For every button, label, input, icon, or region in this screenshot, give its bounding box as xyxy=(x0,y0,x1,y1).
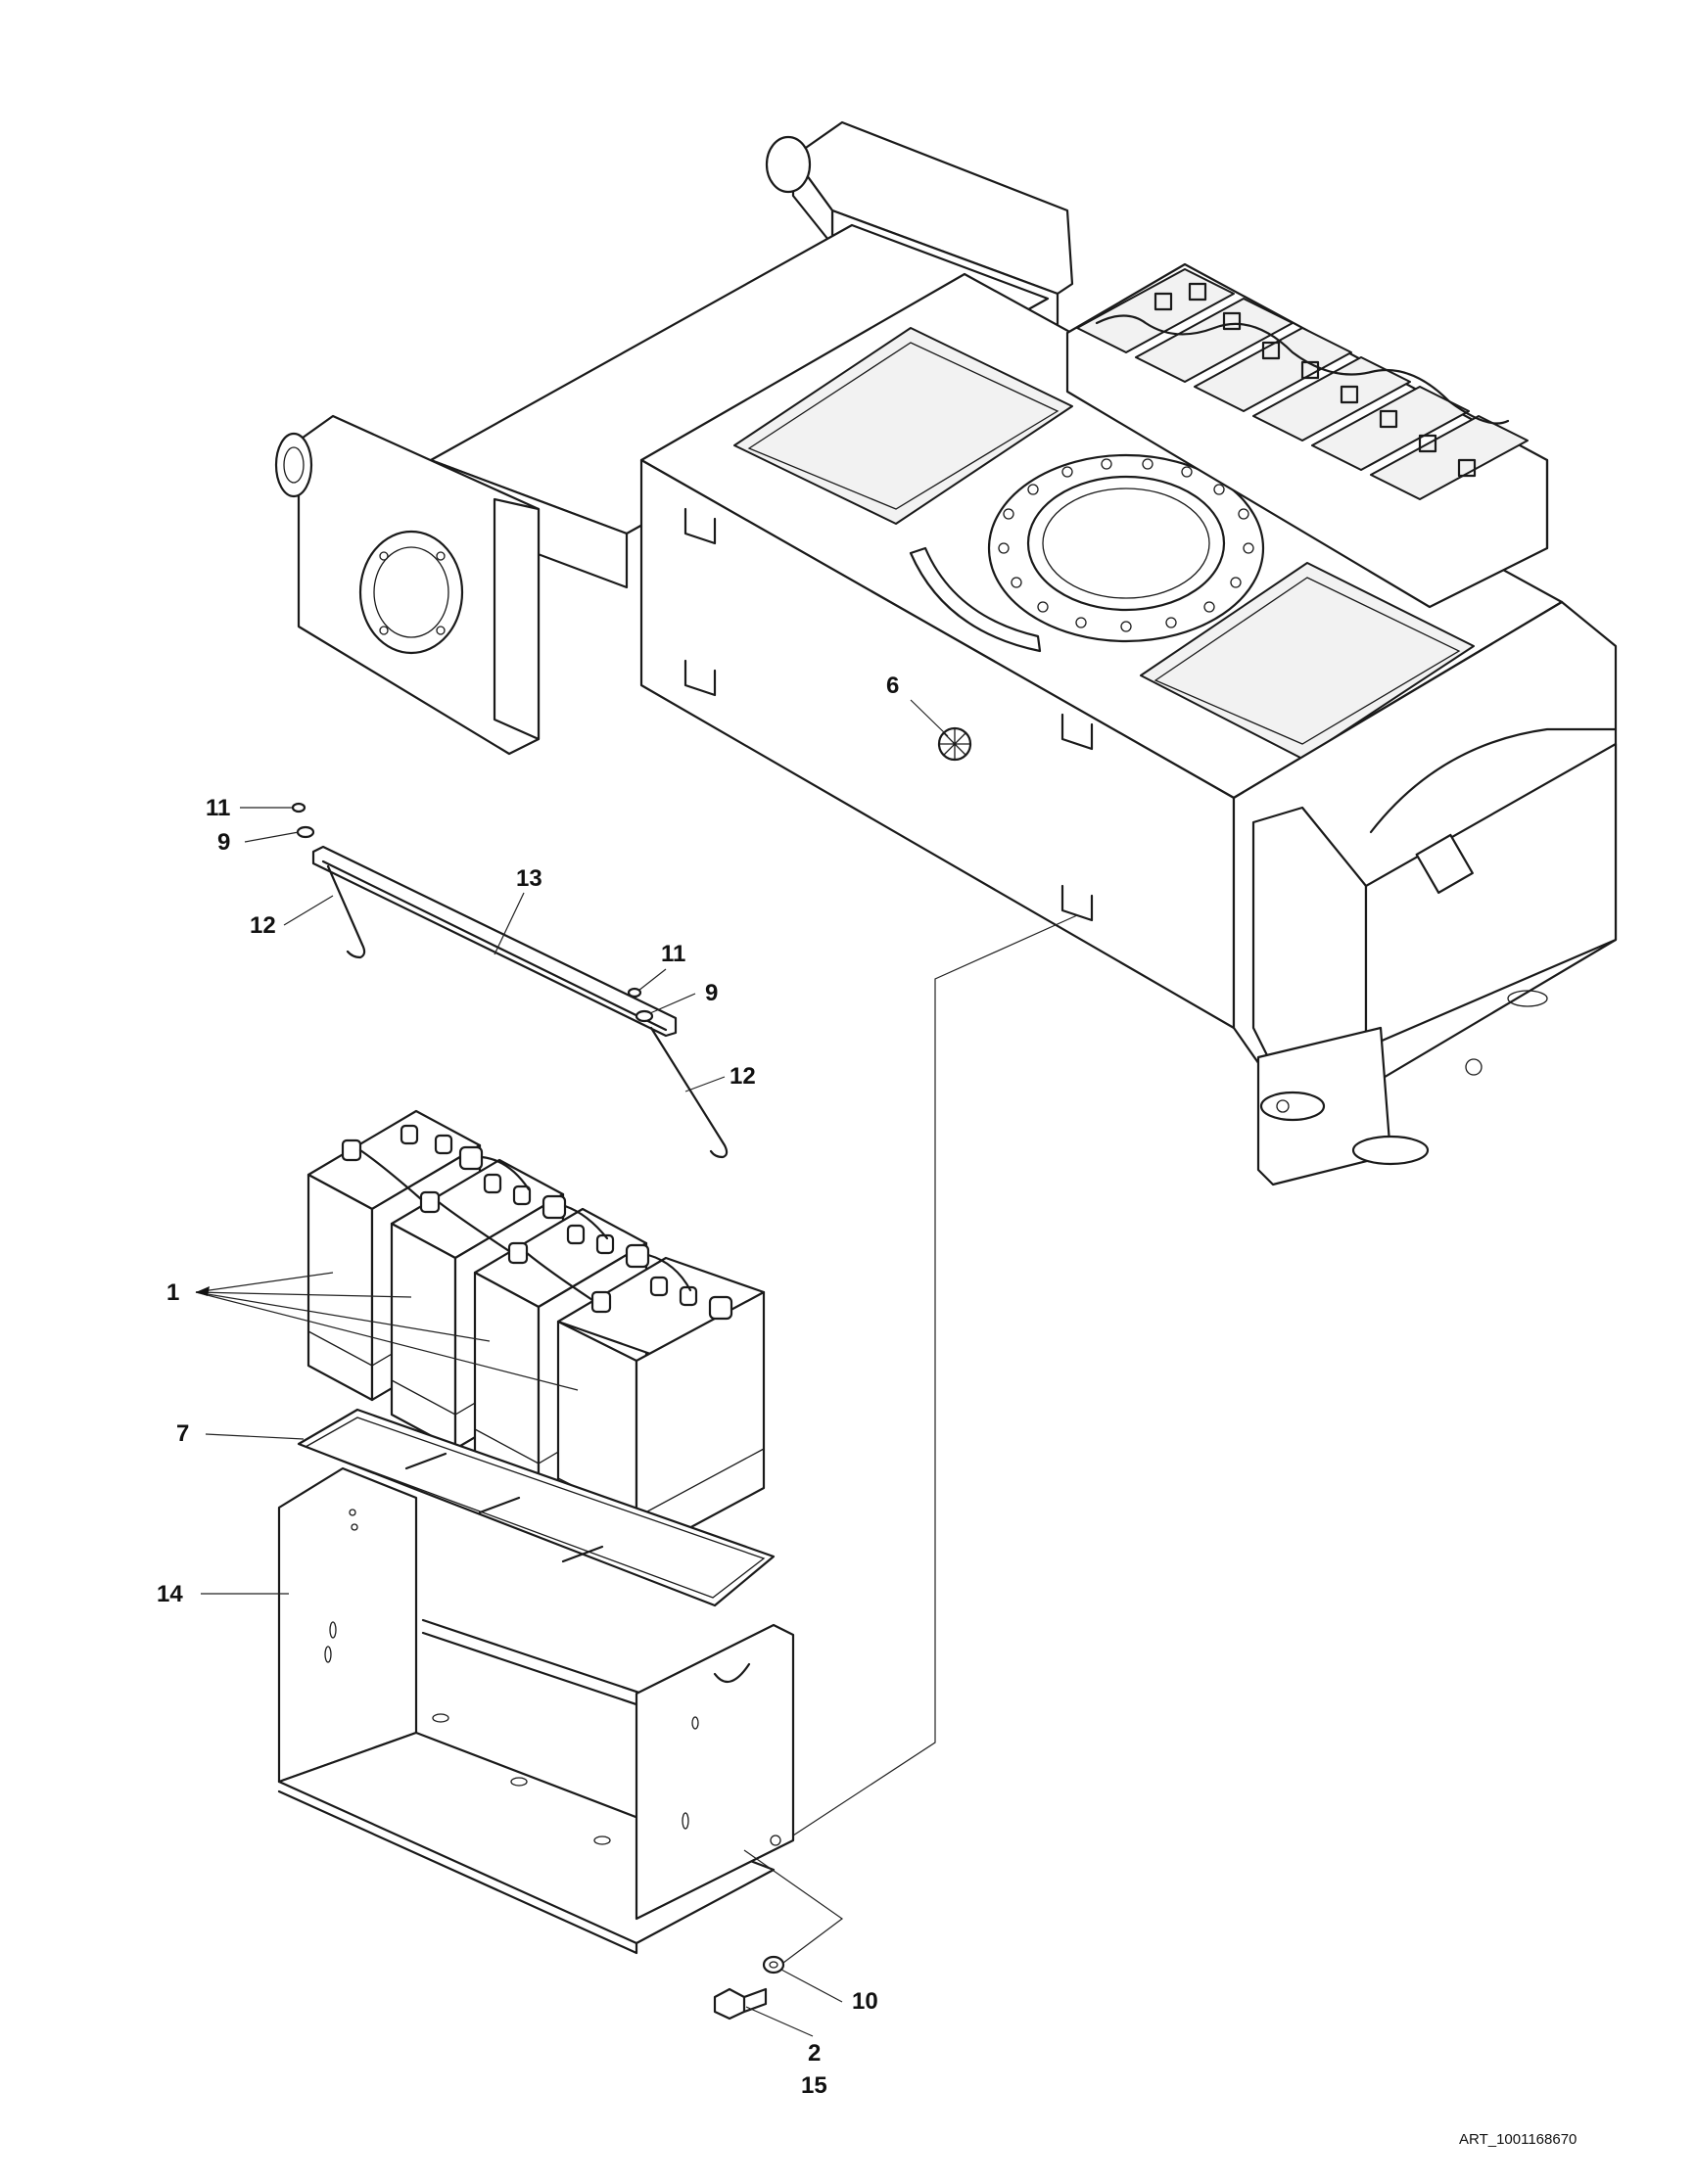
callout-6: 6 xyxy=(886,673,899,699)
callout-13: 13 xyxy=(516,865,542,892)
callout-2: 2 xyxy=(808,2040,821,2067)
battery-box xyxy=(277,1466,795,1955)
callout-15: 15 xyxy=(801,2072,827,2099)
j-hook-right xyxy=(649,1026,729,1159)
callout-12b: 12 xyxy=(730,1063,756,1090)
frame-clips xyxy=(683,507,1094,922)
callout-9a: 9 xyxy=(217,829,230,856)
battery-mat xyxy=(297,1408,776,1607)
installed-batteries xyxy=(1065,262,1549,609)
callout-11a: 11 xyxy=(206,795,230,821)
callout-12a: 12 xyxy=(250,912,276,939)
callout-9b: 9 xyxy=(705,980,718,1006)
leader-lines xyxy=(195,699,1078,2037)
bolt-and-washer xyxy=(713,1955,785,2021)
bearing-bolt-holes xyxy=(998,458,1254,632)
callout-10: 10 xyxy=(852,1988,878,2015)
battery-stack xyxy=(306,1109,766,1558)
callout-1: 1 xyxy=(166,1279,179,1306)
callout-7: 7 xyxy=(176,1420,189,1447)
callout-11b: 11 xyxy=(661,941,685,967)
callouts: 1 2 6 7 9 9 10 11 11 12 12 13 14 15 xyxy=(157,673,899,2099)
art-id-label: ART_1001168670 xyxy=(1459,2131,1577,2148)
hold-down-assembly xyxy=(291,802,729,1159)
frame-assembly xyxy=(274,120,1618,1186)
j-hook-left xyxy=(326,864,366,959)
callout-14: 14 xyxy=(157,1581,183,1607)
